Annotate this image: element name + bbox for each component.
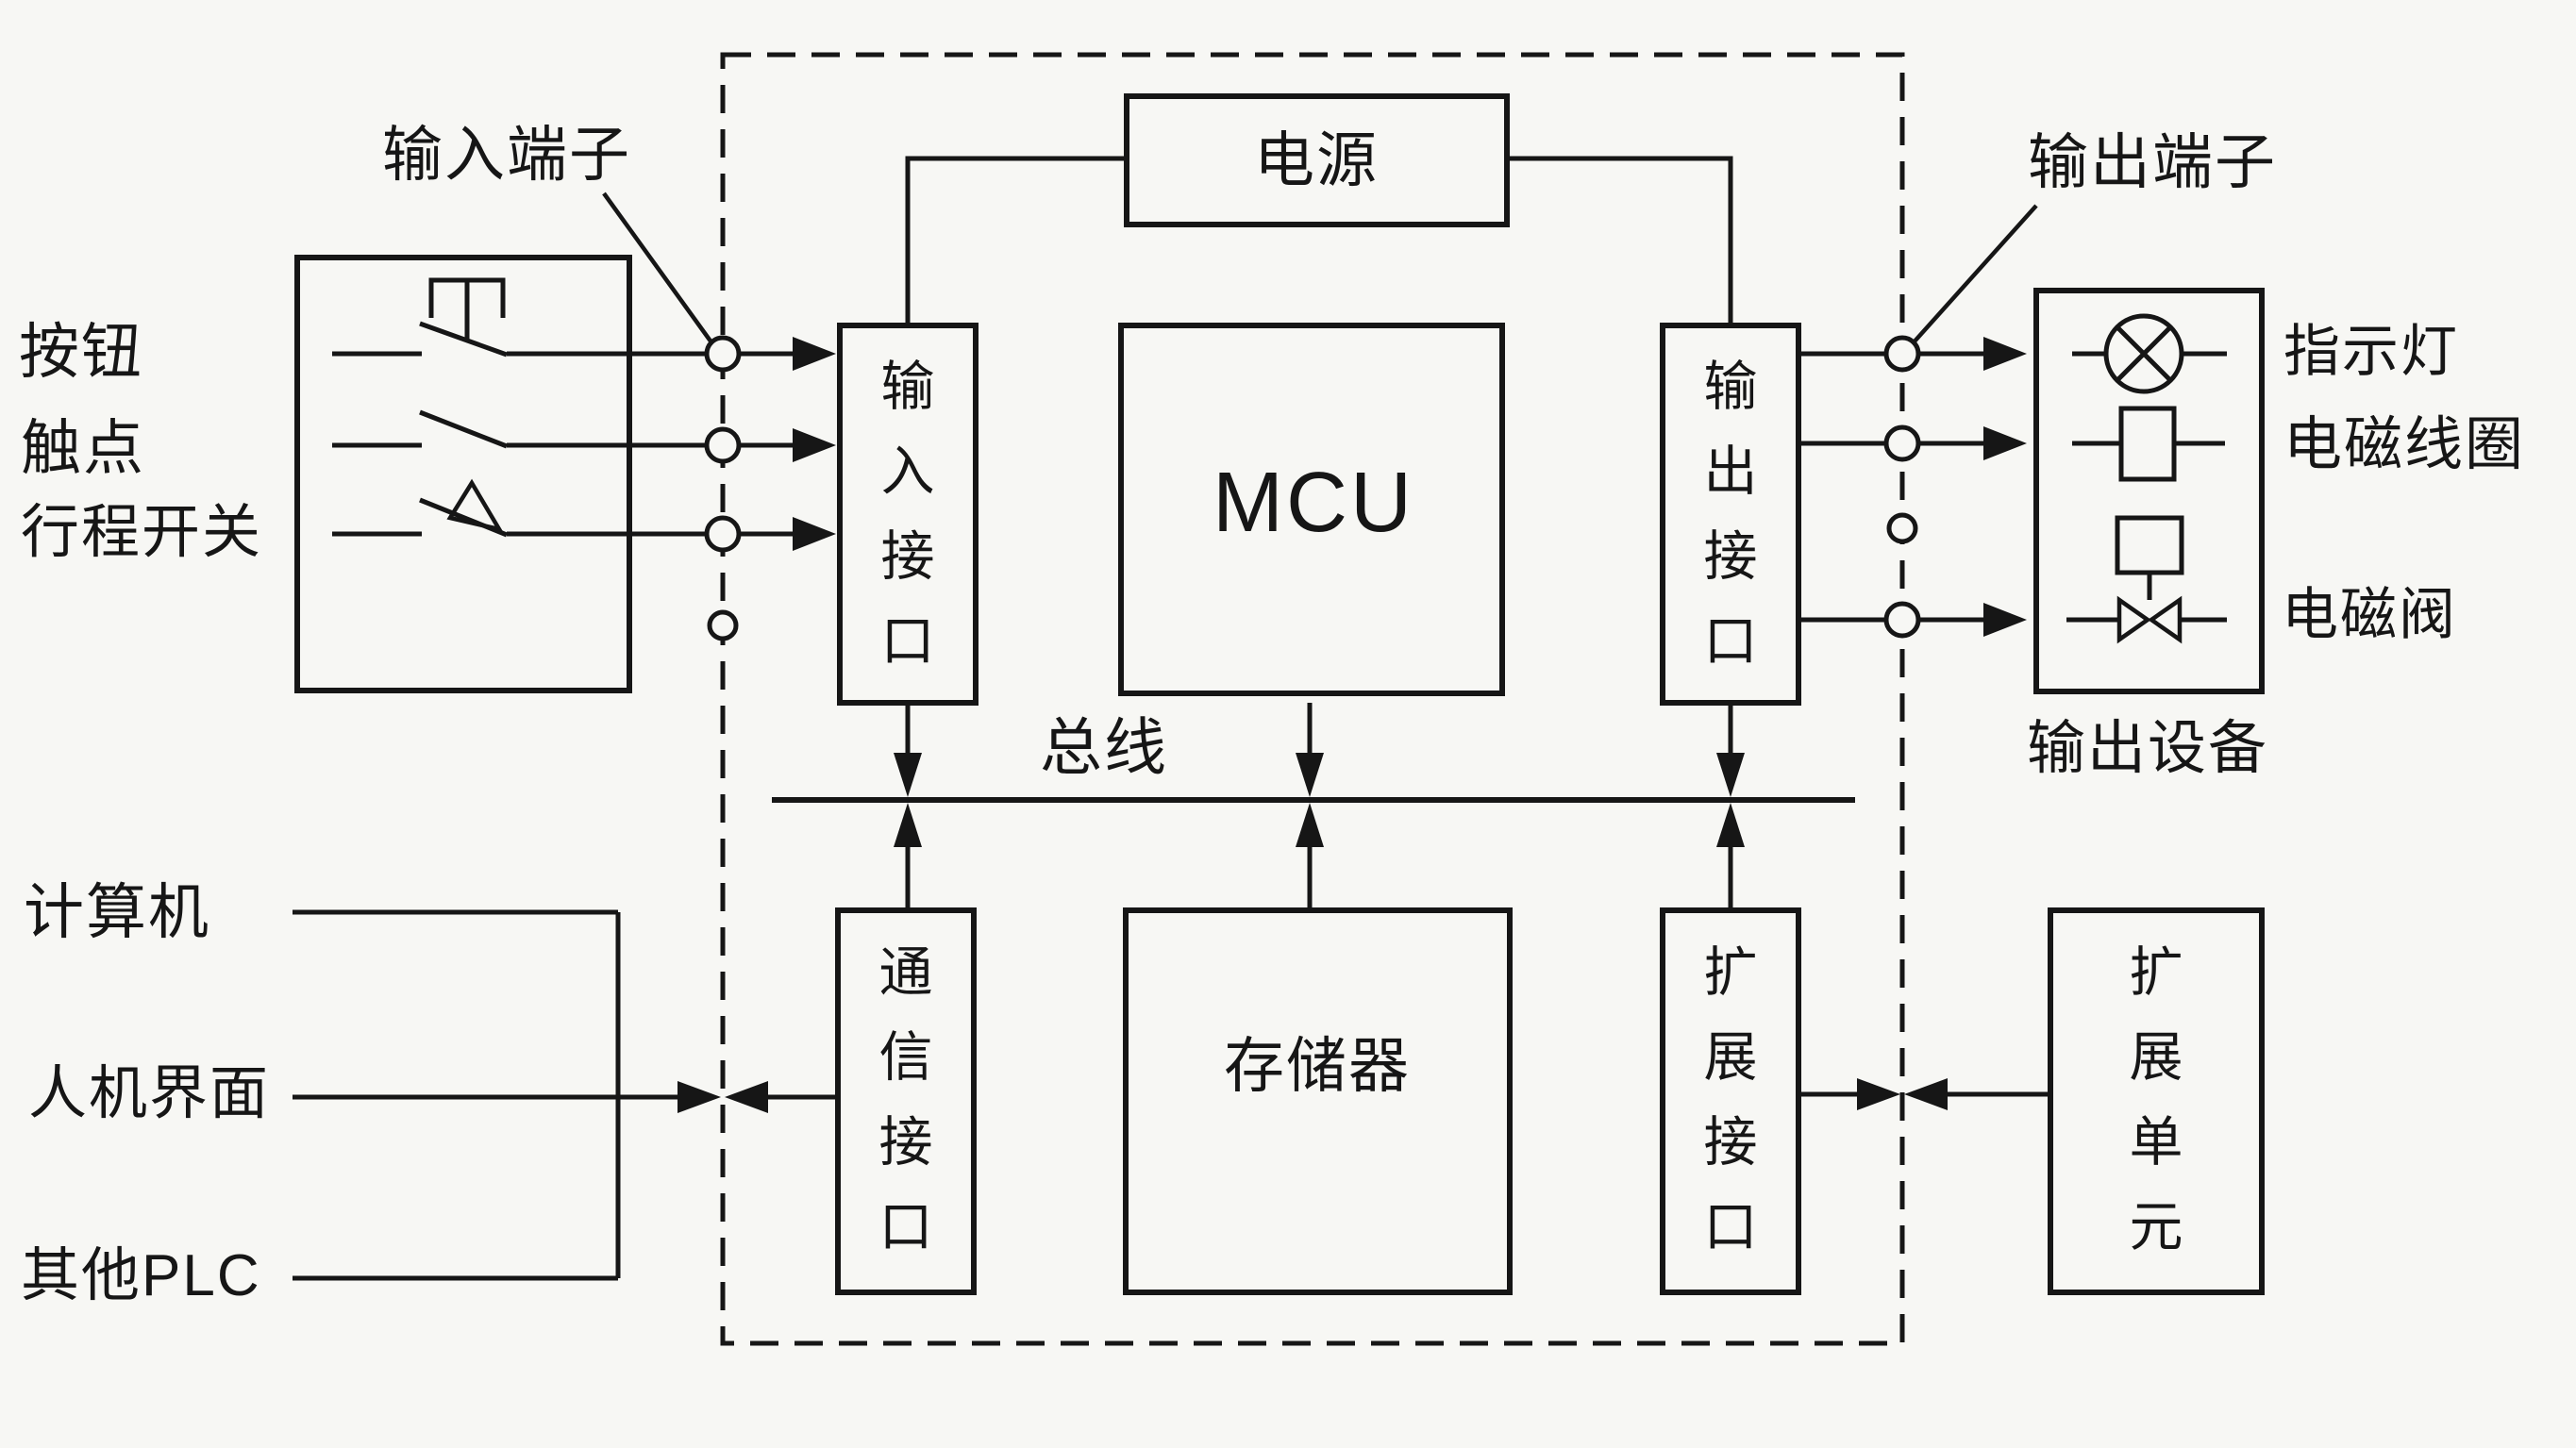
power-box (1124, 93, 1510, 227)
output-devices-box (2033, 288, 2265, 694)
label-contact: 触点 (21, 414, 145, 482)
comm-partner-lines (293, 909, 838, 1281)
power-wire-right (1507, 156, 1733, 325)
output-interface-box (1660, 323, 1801, 706)
label-pushbutton: 按钮 (19, 318, 143, 386)
label-hmi: 人机界面 (28, 1061, 271, 1126)
input-arrows (739, 337, 836, 551)
comm-interface-box (835, 907, 977, 1295)
solenoid-coil-symbol (2072, 406, 2225, 482)
input-interface-box (837, 323, 979, 706)
limit-switch-symbol (332, 478, 707, 538)
label-mcu: MCU (1213, 456, 1414, 550)
input-terminal-circles (704, 335, 742, 641)
output-terminal-pointer (1912, 204, 2038, 344)
label-expansion-interface: 扩展接口 (1703, 941, 1758, 1258)
indicator-lamp-symbol (2072, 313, 2227, 394)
expansion-unit-box (2048, 907, 2265, 1295)
label-output-interface: 输出接口 (1703, 356, 1758, 673)
plc-dashed-boundary (720, 52, 1905, 1346)
memory-box (1123, 907, 1513, 1295)
pushbutton-symbol (332, 277, 707, 358)
solenoid-valve-symbol (2066, 515, 2227, 644)
label-memory: 存储器 (1224, 1032, 1411, 1100)
label-computer: 计算机 (24, 878, 210, 946)
label-limit-switch: 行程开关 (21, 500, 263, 565)
label-indicator-lamp: 指示灯 (2283, 320, 2459, 383)
power-wire-left (905, 156, 1127, 325)
label-comm-interface: 通信接口 (878, 941, 933, 1258)
bus-connectors (894, 703, 1745, 908)
expansion-link (1798, 1078, 2050, 1110)
label-input-interface: 输入接口 (880, 356, 935, 673)
mcu-box (1118, 323, 1505, 696)
label-other-plc: 其他PLC (21, 1243, 261, 1308)
output-wires (1798, 337, 2027, 637)
label-output-devices: 输出设备 (2026, 716, 2269, 781)
contact-symbol (332, 409, 707, 449)
label-input-terminal: 输入端子 (382, 121, 631, 189)
expansion-interface-box (1660, 907, 1801, 1295)
label-output-terminal: 输出端子 (2028, 128, 2277, 196)
label-expansion-unit: 扩展单元 (2129, 941, 2183, 1258)
label-bus: 总线 (1040, 712, 1168, 782)
input-devices-box (294, 255, 632, 693)
input-terminal-pointer (602, 191, 713, 344)
label-power: 电源 (1254, 126, 1379, 194)
output-terminal-circles (1883, 335, 1921, 639)
label-solenoid-valve: 电磁阀 (2282, 583, 2457, 646)
label-solenoid-coil: 电磁线圈 (2283, 412, 2526, 477)
